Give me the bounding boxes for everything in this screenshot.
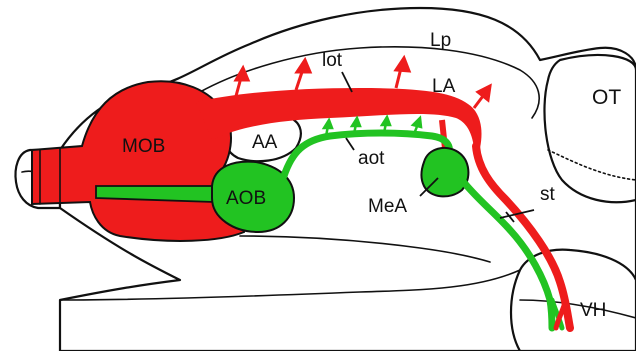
label-lot: lot [322, 50, 343, 71]
label-st: st [540, 184, 556, 205]
label-lp: Lp [430, 30, 451, 51]
label-aot: aot [358, 148, 385, 169]
mea-shape [421, 148, 468, 196]
label-mea: MeA [368, 196, 407, 217]
label-mob: MOB [122, 136, 165, 157]
label-aa: AA [252, 132, 278, 153]
label-la: LA [432, 76, 456, 97]
label-aob: AOB [226, 188, 266, 209]
label-vh: VH [580, 300, 606, 321]
label-ot: OT [592, 86, 621, 109]
